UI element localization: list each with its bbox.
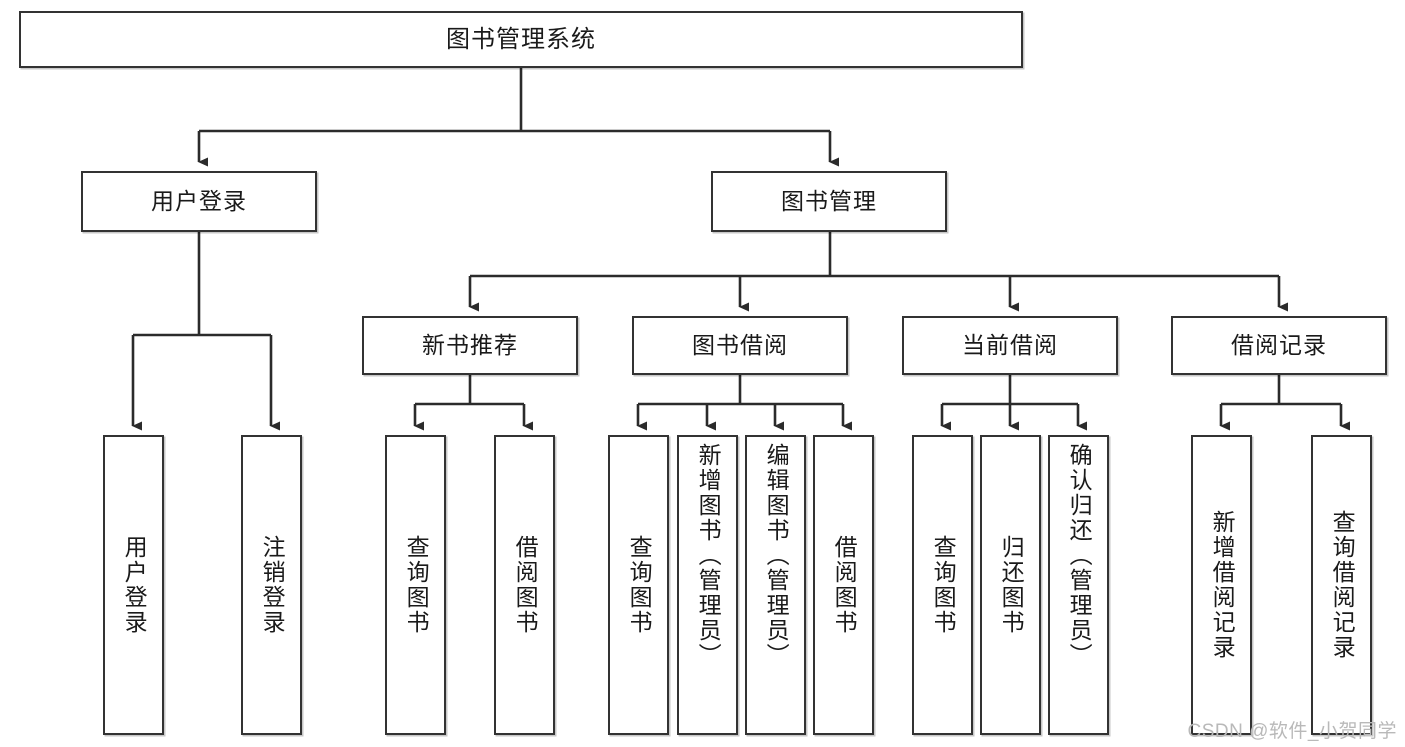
node-leaf-query-book-1[interactable]: 查询图书 [385,435,446,735]
leaf-text-wrap: 借阅图书 [496,437,553,733]
node-current-borrow[interactable]: 当前借阅 [902,316,1118,375]
node-leaf-borrow-book-2[interactable]: 借阅图书 [813,435,874,735]
node-label: 新增图书（管理员） [695,443,722,668]
node-label: 当前借阅 [962,332,1058,358]
node-book-manage[interactable]: 图书管理 [711,171,947,232]
node-new-book-recommend[interactable]: 新书推荐 [362,316,578,375]
node-label: 借阅记录 [1231,332,1327,358]
node-borrow-record[interactable]: 借阅记录 [1171,316,1387,375]
leaf-text-wrap: 用户登录 [105,437,162,733]
node-label: 查询图书 [626,535,653,635]
leaf-text-wrap: 查询图书 [387,437,444,733]
leaf-text-wrap: 新增借阅记录 [1193,437,1250,733]
node-label: 查询图书 [930,535,957,635]
leaf-text-wrap: 编辑图书（管理员） [747,437,804,739]
node-leaf-user-login[interactable]: 用户登录 [103,435,164,735]
leaf-text-wrap: 查询图书 [914,437,971,733]
node-label: 编辑图书（管理员） [763,443,790,668]
node-label: 注销登录 [259,535,286,635]
node-book-borrow[interactable]: 图书借阅 [632,316,848,375]
node-label: 图书借阅 [692,332,788,358]
leaf-text-wrap: 查询借阅记录 [1313,437,1370,733]
node-label: 归还图书 [998,535,1025,635]
node-leaf-query-book-3[interactable]: 查询图书 [912,435,973,735]
node-label: 确认归还（管理员） [1066,443,1093,668]
leaf-text-wrap: 借阅图书 [815,437,872,733]
leaf-text-wrap: 归还图书 [982,437,1039,733]
leaf-text-wrap: 查询图书 [610,437,667,733]
watermark-text: CSDN @软件_小贺同学 [1187,721,1397,742]
leaf-text-wrap: 注销登录 [243,437,300,733]
node-leaf-add-record[interactable]: 新增借阅记录 [1191,435,1252,735]
node-leaf-add-book[interactable]: 新增图书（管理员） [677,435,738,735]
node-label: 借阅图书 [831,535,858,635]
node-label: 借阅图书 [512,535,539,635]
node-label: 查询借阅记录 [1329,510,1356,660]
leaf-text-wrap: 确认归还（管理员） [1050,437,1107,739]
node-label: 用户登录 [151,188,247,214]
node-label: 查询图书 [403,535,430,635]
node-label: 新书推荐 [422,332,518,358]
node-user-login[interactable]: 用户登录 [81,171,317,232]
node-leaf-user-logout[interactable]: 注销登录 [241,435,302,735]
node-leaf-query-book-2[interactable]: 查询图书 [608,435,669,735]
node-label: 用户登录 [121,535,148,635]
node-root-system[interactable]: 图书管理系统 [19,11,1023,68]
leaf-text-wrap: 新增图书（管理员） [679,437,736,739]
node-label: 图书管理 [781,188,877,214]
node-leaf-confirm-return[interactable]: 确认归还（管理员） [1048,435,1109,735]
node-leaf-borrow-book-1[interactable]: 借阅图书 [494,435,555,735]
node-leaf-return-book[interactable]: 归还图书 [980,435,1041,735]
node-label: 图书管理系统 [446,25,596,53]
node-leaf-edit-book[interactable]: 编辑图书（管理员） [745,435,806,735]
node-label: 新增借阅记录 [1209,510,1236,660]
node-leaf-query-record[interactable]: 查询借阅记录 [1311,435,1372,735]
